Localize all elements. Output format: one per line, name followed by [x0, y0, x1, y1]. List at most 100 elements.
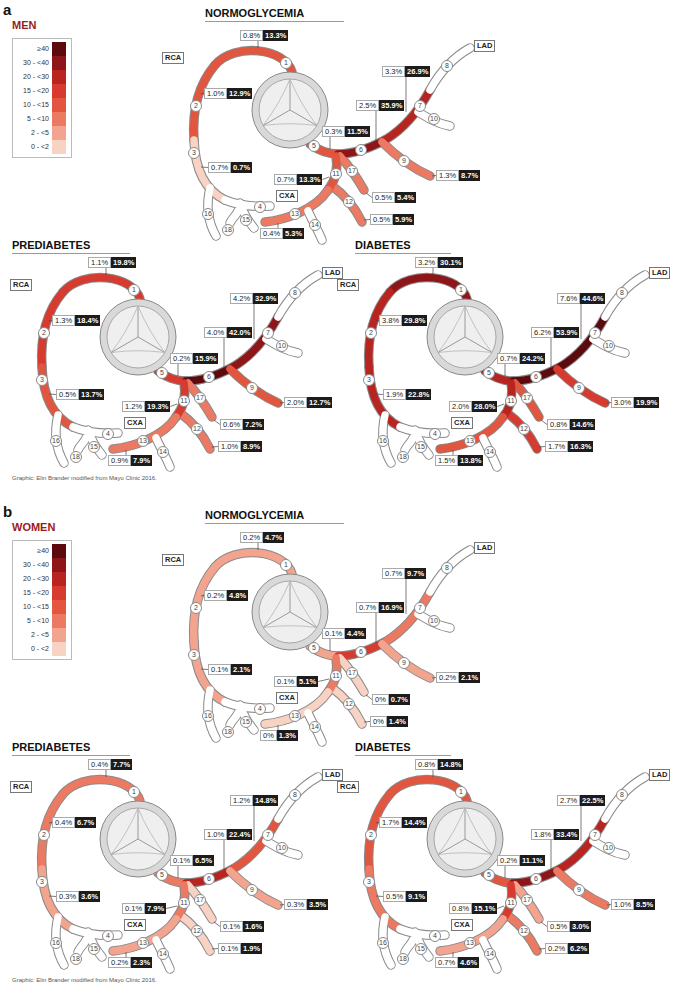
legend-label: 5 - <10 [15, 112, 49, 126]
segment-number: 11 [505, 395, 517, 407]
leader-line [551, 338, 552, 368]
leader-line [224, 840, 225, 870]
percent-value: 0% [260, 730, 277, 741]
vessel-segment [483, 940, 497, 969]
percent-value-highlight: 1.4% [387, 716, 408, 727]
vessel-segment [266, 339, 298, 353]
percent-value-highlight: 16.9% [379, 602, 404, 613]
percent-value: 1.8% [531, 829, 554, 840]
percent-value: 7.6% [557, 293, 580, 304]
vessel-segment [308, 713, 322, 742]
segment-number: 4 [102, 930, 114, 942]
vessel-segment [605, 275, 645, 317]
vessel-outline [440, 919, 503, 951]
segment-number: 14 [309, 721, 321, 733]
percent-value-highlight: 19.8% [111, 257, 136, 268]
valve-cusp [263, 626, 317, 628]
legend-swatch [52, 544, 66, 558]
vessel-outline [515, 885, 539, 919]
legend-label: 20 - <30 [15, 572, 49, 586]
artery-label: CXA [124, 919, 146, 931]
segment-number: 3 [36, 374, 48, 386]
percent-value: 0.1% [170, 855, 193, 866]
segment-number: 16 [377, 435, 389, 447]
valve-cusp [263, 581, 290, 628]
percent-value-highlight: 4.6% [458, 957, 479, 968]
vessel-outline [390, 278, 467, 299]
valve-commissure [263, 110, 290, 126]
artery-label: RCA [10, 279, 32, 291]
segment-number: 15 [415, 441, 427, 453]
segment-number: 17 [194, 894, 206, 906]
percent-value-highlight: 8.9% [241, 441, 262, 452]
legend-label: 2 - <5 [15, 628, 49, 642]
group-title: DIABETES [355, 239, 451, 254]
segment-number: 16 [202, 208, 214, 220]
artery-label: RCA [337, 279, 359, 291]
vessel-segment [440, 919, 503, 951]
segment-number: 17 [521, 392, 533, 404]
percent-value: 0.5% [383, 891, 406, 902]
segment-number: 8 [441, 60, 453, 72]
leader-line [178, 364, 179, 376]
segment-number: 12 [518, 423, 530, 435]
vessel-outline [390, 780, 467, 801]
segment-number: 16 [50, 435, 62, 447]
percent-value: 0.7% [356, 602, 379, 613]
segment-number: 1 [280, 57, 292, 69]
segment-number: 8 [289, 287, 301, 299]
vessel-segment [418, 112, 450, 126]
valve-cusp [111, 853, 165, 855]
leader-line [322, 177, 329, 180]
vessel-outline [266, 339, 298, 353]
legend-label: 0 - <2 [15, 642, 49, 656]
percent-value-highlight: 19.3% [145, 401, 170, 412]
segment-number: 7 [414, 100, 426, 112]
percent-value-highlight: 6.2% [568, 943, 589, 954]
segment-number: 13 [464, 937, 476, 949]
percent-value: 0.8% [415, 759, 438, 770]
vessel-outline [418, 614, 450, 628]
percent-value-highlight: 0.7% [389, 694, 410, 705]
group-title: NORMOGLYCEMIA [205, 7, 344, 22]
vessel-segment [113, 417, 176, 449]
artery-label: LAD [474, 40, 495, 52]
legend-swatch [52, 572, 66, 586]
percent-value-highlight: 3.0% [570, 921, 591, 932]
vessel-segment [63, 278, 140, 299]
segment-number: 10 [603, 842, 615, 854]
percent-value: 0.2% [204, 590, 227, 601]
aortic-root [252, 574, 328, 650]
percent-value-highlight: 4.8% [227, 590, 248, 601]
segment-number: 6 [203, 371, 215, 383]
percent-value-highlight: 26.9% [405, 66, 430, 77]
vessel-outline [265, 692, 328, 724]
leader-line [258, 543, 259, 550]
leader-line [258, 41, 259, 48]
segment-number: 4 [429, 930, 441, 942]
segment-number: 8 [441, 562, 453, 574]
aortic-valve [107, 808, 169, 870]
segment-number: 5 [156, 869, 168, 881]
vessel-segment [265, 190, 328, 222]
valve-cusp [263, 79, 290, 126]
vessel-segment [340, 658, 364, 692]
vessel-segment [240, 705, 254, 730]
segment-number: 10 [276, 340, 288, 352]
percent-value-highlight: 2.1% [231, 664, 252, 675]
vessel-outline [188, 885, 212, 919]
percent-value-highlight: 14.4% [402, 817, 427, 828]
segment-number: 7 [262, 829, 274, 841]
valve-commissure [438, 337, 465, 353]
legend-label: 5 - <10 [15, 614, 49, 628]
vessel-outline [230, 211, 238, 223]
percent-value-highlight: 13.3% [297, 174, 322, 185]
segment-number: 16 [202, 710, 214, 722]
percent-value-highlight: 29.8% [402, 315, 427, 326]
segment-number: 2 [365, 327, 377, 339]
segment-number: 15 [88, 943, 100, 955]
percent-value-highlight: 1.3% [277, 730, 298, 741]
vessel-outline [63, 780, 140, 801]
legend-label: 10 - <15 [15, 600, 49, 614]
